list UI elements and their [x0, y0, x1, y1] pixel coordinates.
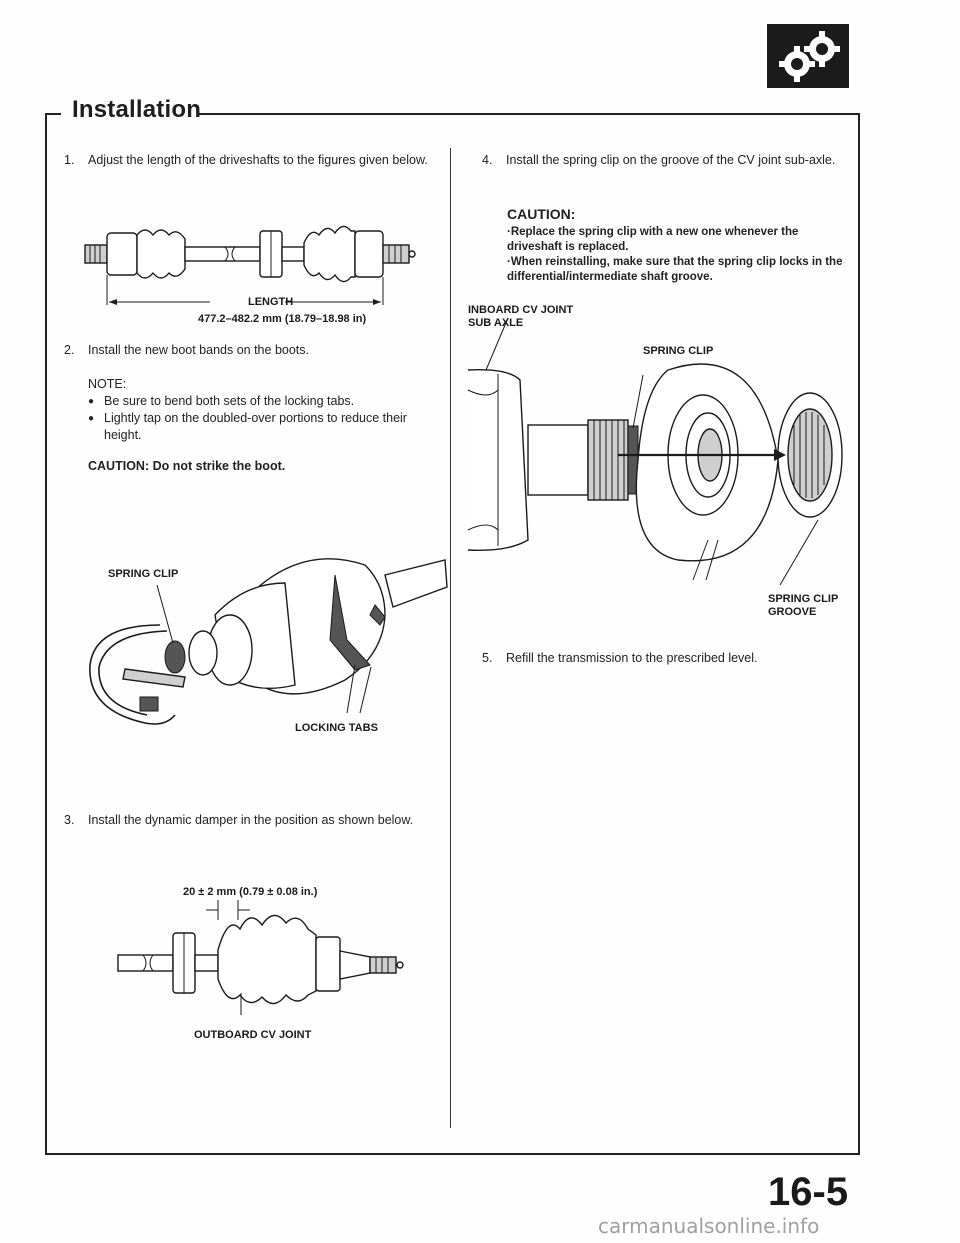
dynamic-damper-figure — [117, 900, 404, 1015]
frame-top-border-right — [197, 113, 860, 115]
step-2: 2. Install the new boot bands on the boo… — [64, 342, 434, 359]
step-3-text: Install the dynamic damper in the positi… — [88, 813, 414, 827]
length-label: LENGTH — [248, 296, 294, 308]
step-5-text: Refill the transmission to the prescribe… — [506, 651, 758, 665]
step-1-number: 1. — [64, 153, 75, 167]
step-2-text: Install the new boot bands on the boots. — [88, 343, 309, 357]
note-bullet-2: Lightly tap on the doubled-over portions… — [88, 410, 436, 444]
step-2-note: NOTE: Be sure to bend both sets of the l… — [88, 376, 436, 475]
note-bullet-1: Be sure to bend both sets of the locking… — [88, 393, 436, 410]
outboard-cv-joint-label: OUTBOARD CV JOINT — [194, 1029, 312, 1041]
content-frame — [45, 113, 860, 1155]
step-4-caution: CAUTION: ·Replace the spring clip with a… — [507, 206, 847, 285]
step-2-number: 2. — [64, 343, 75, 357]
step-5-number: 5. — [482, 651, 493, 665]
step-5: 5. Refill the transmission to the prescr… — [482, 650, 844, 667]
spring-clip-label-right: SPRING CLIP — [643, 345, 714, 357]
damper-dimension-label: 20 ± 2 mm (0.79 ± 0.08 in.) — [183, 886, 318, 898]
inboard-label-line-2: SUB AXLE — [468, 317, 524, 329]
boot-caution: CAUTION: Do not strike the boot. — [88, 459, 286, 473]
length-value: 477.2–482.2 mm (18.79–18.98 in) — [198, 313, 367, 325]
locking-tabs-label: LOCKING TABS — [295, 722, 378, 734]
step-3-number: 3. — [64, 813, 75, 827]
step-1-text: Adjust the length of the driveshafts to … — [88, 153, 428, 167]
gears-icon — [767, 24, 849, 88]
spring-clip-label-left: SPRING CLIP — [108, 568, 179, 580]
step-4-number: 4. — [482, 153, 493, 167]
frame-top-border-left — [45, 113, 61, 115]
note-heading: NOTE: — [88, 377, 127, 391]
inboard-cv-joint-label: INBOARD CV JOINT SUB AXLE — [468, 304, 573, 330]
section-title: Installation — [72, 96, 202, 123]
driveshaft-length-figure — [84, 225, 416, 305]
column-divider — [450, 148, 451, 1128]
spring-clip-figure — [467, 317, 843, 586]
step-4-text: Install the spring clip on the groove of… — [506, 153, 836, 167]
inboard-label-line-1: INBOARD CV JOINT — [468, 304, 574, 316]
step-3: 3. Install the dynamic damper in the pos… — [64, 812, 434, 829]
page-number: 16-5 — [768, 1170, 849, 1214]
caution-heading: CAUTION: — [507, 206, 576, 222]
groove-label-line-2: GROOVE — [768, 606, 817, 618]
spring-clip-groove-label: SPRING CLIP GROOVE — [768, 593, 838, 619]
groove-label-line-1: SPRING CLIP — [768, 593, 839, 605]
boot-band-figure — [89, 558, 448, 725]
caution-line-1: ·Replace the spring clip with a new one … — [507, 226, 799, 253]
step-1: 1. Adjust the length of the driveshafts … — [64, 152, 434, 169]
step-4: 4. Install the spring clip on the groove… — [482, 152, 844, 169]
watermark: carmanualsonline.info — [598, 1214, 820, 1238]
caution-line-2: ·When reinstalling, make sure that the s… — [507, 256, 843, 283]
